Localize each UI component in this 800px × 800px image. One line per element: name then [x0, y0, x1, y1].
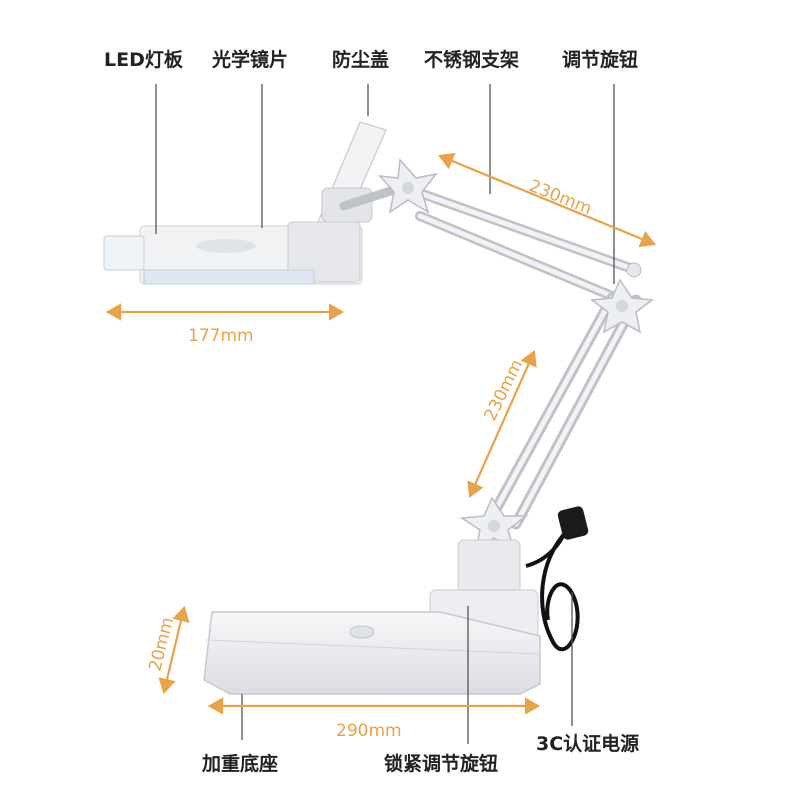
- lower-arm-dimension-arrow: [467, 349, 537, 499]
- dimension-arrows: [105, 152, 657, 715]
- base-button: [349, 625, 375, 639]
- led-panel: [103, 235, 145, 271]
- weighted-base: [203, 539, 541, 695]
- base-width-dimension: 290mm: [336, 721, 402, 741]
- optical-lens: [143, 269, 315, 285]
- label-power-3c: 3C认证电源: [536, 732, 639, 755]
- base-height-dimension-arrow: [158, 605, 190, 695]
- label-led-panel: LED灯板: [104, 48, 184, 71]
- power-plug: [557, 506, 589, 540]
- lamp-head: [103, 121, 388, 285]
- adjust-knob-elbow: [590, 262, 654, 334]
- leader-lines: [155, 84, 615, 744]
- label-lock-adjust-knob: 锁紧调节旋钮: [384, 752, 498, 775]
- lock-adjust-knob: [459, 496, 529, 552]
- lower-arm-dimension: 230mm: [481, 356, 528, 424]
- label-stainless-bracket: 不锈钢支架: [424, 49, 519, 71]
- base-height-dimension: 20mm: [145, 615, 178, 673]
- power-cord: [525, 506, 589, 652]
- upper-arm-dimension: 230mm: [526, 176, 594, 219]
- head-width-dimension: 177mm: [188, 326, 254, 346]
- label-dust-cover: 防尘盖: [332, 48, 389, 71]
- label-optical-lens: 光学镜片: [211, 48, 288, 71]
- stainless-arms: [339, 181, 642, 530]
- label-adjust-knob: 调节旋钮: [562, 48, 638, 71]
- label-weighted-base: 加重底座: [201, 752, 278, 775]
- upper-arm-dimension-arrow: [437, 152, 657, 248]
- adjust-knob-top: [378, 158, 438, 214]
